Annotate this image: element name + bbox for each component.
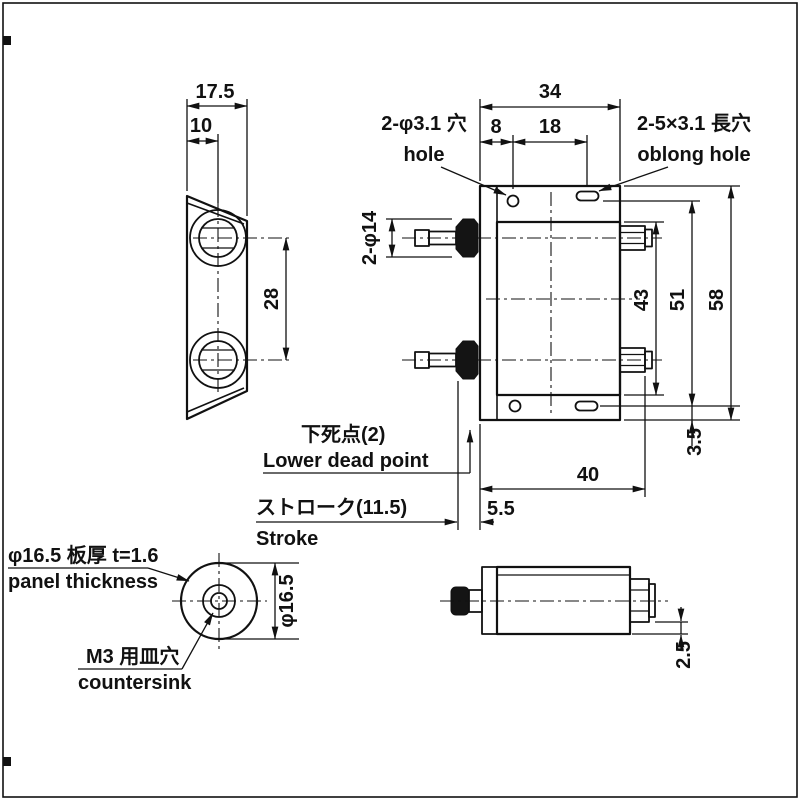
callout-text-en: countersink (78, 672, 192, 694)
mounting-hole-bottom (508, 399, 522, 413)
plate-outline (185, 194, 249, 421)
callout-text-jp: 2-φ3.1 穴 (381, 111, 466, 135)
oblong-hole-bottom (574, 400, 599, 412)
callout-dead-point: 下死点(2) Lower dead point (263, 423, 474, 474)
dim-plunger-diameter: 2-φ14 (359, 210, 452, 265)
callout-text-jp: M3 用皿穴 (86, 644, 179, 668)
dim-text: 8 (490, 116, 501, 138)
callout-text-en: panel thickness (8, 571, 158, 593)
dim-text: φ16.5 (276, 574, 298, 627)
dim-front-bottom: 40 5.5 (457, 376, 646, 530)
callout-panel-thickness: φ16.5 板厚 t=1.6 panel thickness (8, 543, 190, 593)
leader-line (440, 166, 507, 196)
dim-grommet-diameter: φ16.5 (222, 562, 299, 640)
leader-line (181, 612, 214, 670)
countersink-view: φ16.5 φ16.5 板厚 t=1.6 panel thickness M3 … (8, 543, 299, 694)
leader-line (598, 166, 669, 192)
dim-text: 51 (667, 289, 689, 311)
dim-text: 5.5 (487, 498, 515, 520)
dim-plate-width: 17.5 (186, 81, 248, 216)
oblong-hole-top (575, 190, 600, 202)
dim-text: 34 (539, 81, 562, 103)
dim-plate-hole-offset: 10 (186, 115, 219, 203)
callout-text-en: Stroke (256, 528, 318, 550)
rubber-bumper (455, 218, 479, 258)
leader-line (147, 567, 190, 582)
callout-stroke: ストローク(11.5) Stroke (256, 496, 458, 550)
latch-nut-top (619, 225, 653, 251)
callout-text-en: oblong hole (637, 144, 750, 166)
dim-text: 28 (261, 288, 283, 310)
callout-hole: 2-φ3.1 穴 hole (381, 111, 507, 196)
latch-side-view: 2.5 (440, 565, 695, 669)
callout-text-en: hole (403, 144, 444, 166)
callout-text-jp: ストローク(11.5) (256, 496, 407, 519)
dim-text: 2-φ14 (359, 210, 381, 265)
dim-text: 40 (577, 464, 599, 486)
callout-countersink: M3 用皿穴 countersink (78, 612, 214, 694)
dim-text: 3.5 (684, 428, 706, 456)
dim-front-top: 34 8 18 (479, 81, 621, 189)
plunger-top (414, 218, 479, 258)
dim-text: 58 (706, 289, 728, 311)
callout-text-jp: φ16.5 板厚 t=1.6 (8, 543, 159, 567)
plate-side-view: 17.5 10 28 (185, 81, 292, 421)
front-view: 2-φ14 34 8 18 2-φ3.1 穴 hole 2-5×3.1 長穴 o… (256, 81, 751, 550)
callout-text-jp: 下死点(2) (301, 423, 385, 446)
dim-side-offset: 2.5 (632, 607, 695, 669)
registration-mark (3, 757, 11, 766)
dim-text: 10 (190, 115, 212, 137)
dim-text: 43 (631, 289, 653, 311)
dim-text: 2.5 (673, 641, 695, 669)
callout-oblong-hole: 2-5×3.1 長穴 oblong hole (598, 111, 751, 192)
dim-text: 18 (539, 116, 561, 138)
callout-text-jp: 2-5×3.1 長穴 (637, 111, 751, 135)
body-outline (495, 220, 622, 397)
registration-mark (3, 36, 11, 45)
dim-plate-hole-spacing: 28 (261, 237, 290, 361)
dim-text: 17.5 (196, 81, 235, 103)
mounting-hole-top (506, 194, 520, 208)
callout-text-en: Lower dead point (263, 450, 429, 472)
dim-front-right: 43 51 58 3.5 (600, 185, 740, 456)
